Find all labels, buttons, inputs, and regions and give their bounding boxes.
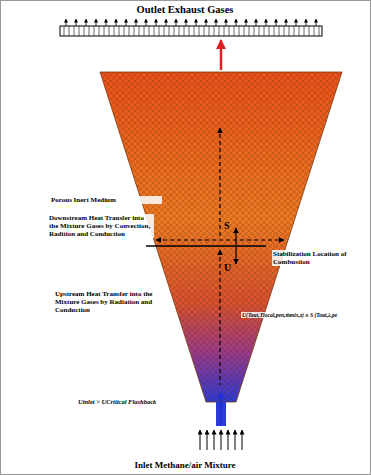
outlet-flow-arrow	[220, 40, 223, 70]
stabilization-line	[146, 245, 266, 247]
downstream-label: Downstream Heat Transfer into the Mixtur…	[48, 214, 154, 238]
flashback-condition: Uinlet > UCritical Flashback	[78, 398, 198, 405]
lateral-arrow	[156, 239, 284, 240]
outlet-label: Outlet Exhaust Gases	[137, 4, 234, 16]
upstream-arrow	[219, 250, 220, 385]
s-symbol: S	[224, 220, 230, 232]
stabilization-label: Stabilization Location of Combustion	[272, 250, 364, 266]
inlet-flow-arrow	[220, 392, 222, 425]
inlet-arrows	[200, 430, 242, 450]
s-arrow	[235, 228, 236, 245]
downstream-arrow	[219, 128, 220, 236]
upstream-label: Upstream Heat Transfer into the Mixture …	[54, 290, 162, 314]
balance-formula: U(Tout,Tlocal,pen,ṁmix,z) ≡ S (Tout,λ,pe	[241, 312, 367, 318]
u-arrow	[235, 247, 236, 264]
u-symbol: U	[224, 262, 231, 274]
medium-label: Porous Inert Medium	[50, 196, 162, 204]
inlet-label: Inlet Methane/air Mixture	[134, 460, 235, 470]
outlet-grid	[60, 19, 322, 36]
